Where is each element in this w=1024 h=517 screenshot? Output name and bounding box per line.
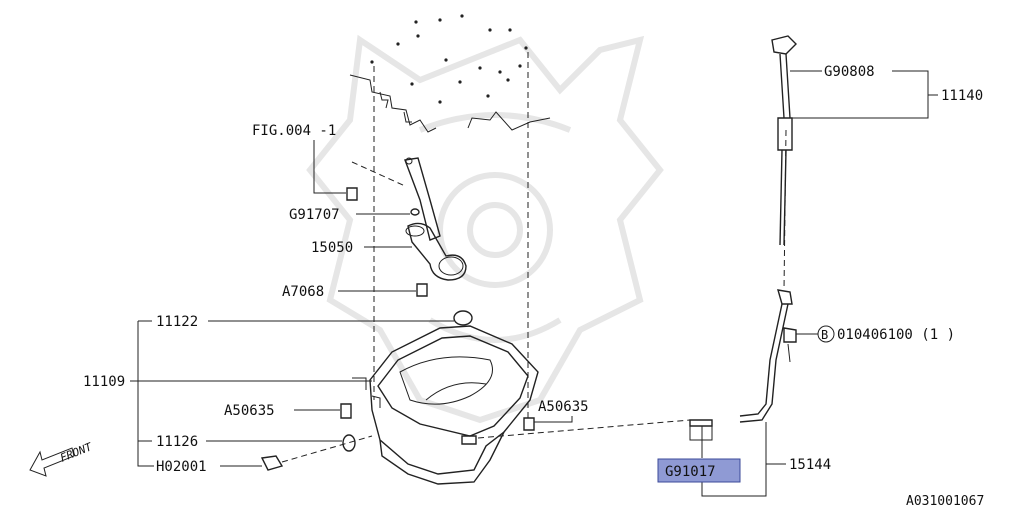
oil-pan [352, 325, 539, 485]
callout-15050[interactable]: 15050 [311, 240, 353, 256]
dipstick [771, 35, 797, 246]
front-arrow-icon [29, 447, 75, 477]
front-label: FRONT [58, 440, 95, 465]
block-bolt-holes [370, 14, 528, 104]
callout-11122[interactable]: 11122 [156, 314, 198, 330]
callout-11126[interactable]: 11126 [156, 434, 198, 450]
callout-11109[interactable]: 11109 [83, 374, 125, 390]
figure-id: A031001067 [906, 494, 984, 509]
callout-a7068[interactable]: A7068 [282, 284, 324, 300]
dipstick-tube [689, 289, 797, 427]
badge-b-icon [817, 325, 835, 343]
callout-15144[interactable]: 15144 [789, 457, 831, 473]
front-arrow: FRONT [29, 440, 95, 477]
badge-b-letter: B [821, 328, 828, 342]
callout-b010406100[interactable]: B 010406100 (1 ) [817, 325, 955, 343]
highlight-box [657, 458, 741, 483]
callout-h02001[interactable]: H02001 [156, 459, 207, 475]
callout-g90808[interactable]: G90808 [824, 64, 875, 80]
callout-11140[interactable]: 11140 [941, 88, 983, 104]
callout-g91017[interactable]: G91017 [657, 458, 741, 483]
engine-block-fragment [349, 14, 551, 133]
watermark-emblem [306, 34, 664, 424]
callout-a50635-left[interactable]: A50635 [224, 403, 275, 419]
callout-a50635-right[interactable]: A50635 [538, 399, 589, 415]
callout-labels: FIG.004 -1 G91707 15050 A7068 11122 1110… [83, 64, 983, 483]
callout-g91017-label: G91017 [665, 464, 716, 480]
fasteners [260, 187, 535, 471]
callout-010406100-label: 010406100 (1 ) [837, 327, 955, 343]
oil-strainer [404, 157, 467, 281]
callout-fig004[interactable]: FIG.004 -1 [252, 123, 336, 139]
callout-g91707[interactable]: G91707 [289, 207, 340, 223]
leader-lines [130, 70, 938, 497]
